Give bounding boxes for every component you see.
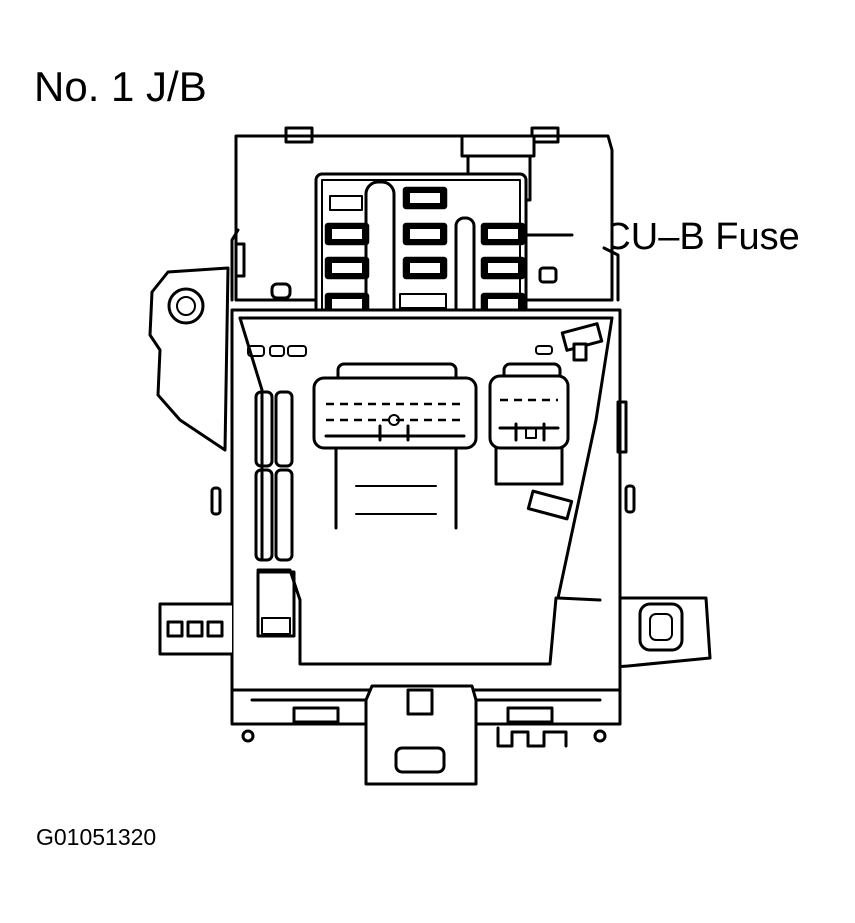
ecu-b-fuse-label: ECU–B Fuse — [578, 216, 800, 258]
main-connector — [312, 362, 478, 530]
bottom-connector-tab — [364, 684, 478, 786]
upper-latch — [560, 322, 604, 362]
fuse — [324, 256, 370, 280]
left-mounting-bracket — [148, 266, 230, 452]
fuse — [402, 222, 448, 246]
fuse — [324, 222, 370, 246]
fuse — [402, 186, 448, 210]
figure-id: G01051320 — [36, 824, 157, 850]
secondary-connector — [488, 362, 570, 486]
fuse — [402, 256, 448, 280]
lower-latch — [526, 489, 574, 521]
ecu-b-fuse — [480, 222, 526, 246]
fuse — [480, 256, 526, 280]
diagram-title: No. 1 J/B — [34, 63, 207, 110]
left-connector-tab — [158, 602, 232, 656]
